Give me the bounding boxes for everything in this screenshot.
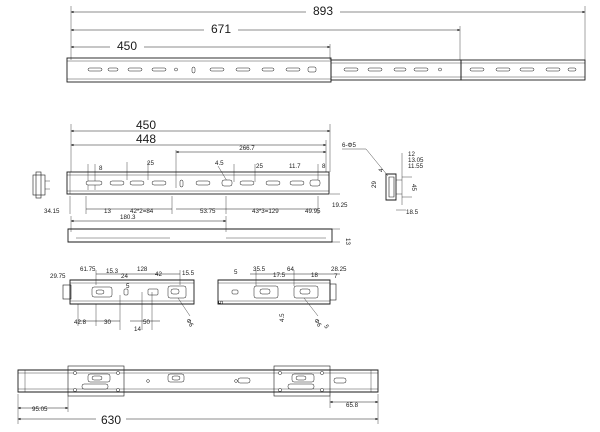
dim-42: 42: [155, 271, 162, 278]
dim-671: 671: [211, 22, 231, 36]
rail-detail-right: [217, 279, 331, 305]
dim-13-05: 13.05: [408, 157, 424, 164]
dim-8b: 8: [322, 163, 326, 170]
dim-15-3: 15.3: [106, 268, 119, 275]
dim-266-7: 266.7: [239, 145, 255, 152]
dim-61-75: 61.75: [80, 266, 96, 273]
dim-18: 18: [311, 272, 318, 279]
dim-50: 50: [143, 319, 150, 326]
dim-phi6a: Φ6: [184, 318, 195, 329]
dim-34-15: 34.15: [44, 208, 60, 215]
inner-rail: [460, 59, 586, 81]
dim-893: 893: [313, 4, 333, 18]
dim-450-closed: 450: [136, 118, 156, 132]
dim-hole: 6-Φ5: [342, 142, 356, 149]
dim-7: 7: [334, 273, 338, 280]
dim-35-5: 35.5: [253, 266, 266, 273]
dim-25a: 25: [147, 160, 154, 167]
profile-outer: [385, 173, 397, 201]
dim-19-25: 19.25: [332, 202, 348, 209]
dim-42-8: 42.8: [74, 319, 87, 326]
dim-49-95: 49.95: [305, 208, 321, 215]
rail-side-view: [67, 228, 333, 243]
dim-11-7: 11.7: [289, 163, 301, 170]
dim-15-5: 15.5: [182, 270, 195, 277]
bottom-rail: [17, 369, 379, 393]
dim-29-75: 29.75: [50, 273, 66, 280]
dim-5b: 5: [234, 269, 238, 276]
dim-30a: 30: [104, 319, 111, 326]
dim-42x2: 42*2=84: [130, 208, 154, 215]
view-bottom: 95.05 65.8 630: [17, 365, 379, 427]
dim-14: 14: [134, 326, 141, 333]
profile-section: 6-Φ5 12 13.05 11.55 29 45 4 18.5: [342, 142, 424, 216]
dim-180-3: 180.3: [120, 214, 136, 221]
dim-53-75: 53.75: [200, 208, 216, 215]
dim-11-55: 11.55: [408, 163, 424, 170]
dim-43x3: 43*3=129: [252, 208, 279, 215]
dim-448: 448: [136, 132, 156, 146]
view-closed: 450 448 266.7 8 25 4.5 25 11.7 8: [32, 118, 351, 245]
front-bracket: [32, 174, 46, 196]
dim-4: 4: [378, 168, 385, 172]
dim-5c: 5: [218, 300, 225, 304]
dim-95-05: 95.05: [32, 406, 48, 413]
dim-28-25: 28.25: [331, 266, 347, 273]
view-extended: 893 671 450: [66, 4, 586, 83]
dim-18-5: 18.5: [406, 209, 419, 216]
dim-8a: 8: [99, 165, 103, 172]
dim-phi6b: Φ6: [312, 318, 323, 329]
left-bracket-block: [67, 365, 125, 397]
dim-13: 13: [104, 208, 111, 215]
dim-4-5b: 4.5: [279, 313, 286, 322]
dim-29: 29: [371, 181, 378, 188]
closed-rail: [66, 171, 330, 195]
dim-450-top: 450: [117, 39, 137, 53]
dim-25b: 25: [256, 163, 263, 170]
dim-17-5: 17.5: [273, 272, 286, 279]
dim-12: 12: [408, 151, 415, 158]
dim-side-13: 13: [344, 238, 351, 245]
dim-5d: 5: [322, 324, 330, 331]
dim-65-8: 65.8: [346, 402, 359, 409]
dim-128: 128: [137, 266, 148, 273]
dim-4-5: 4.5: [215, 160, 224, 167]
view-rail-detail: 61.75 15.3 24 128 42 15.5 29.75 5 42.8 3…: [50, 266, 347, 333]
dim-630: 630: [101, 413, 121, 427]
dim-64: 64: [287, 266, 294, 273]
dim-45: 45: [410, 184, 417, 191]
right-bracket-block: [273, 365, 331, 397]
rail-detail-left: [69, 279, 195, 305]
dim-24: 24: [121, 273, 128, 280]
dim-5a: 5: [126, 283, 130, 290]
